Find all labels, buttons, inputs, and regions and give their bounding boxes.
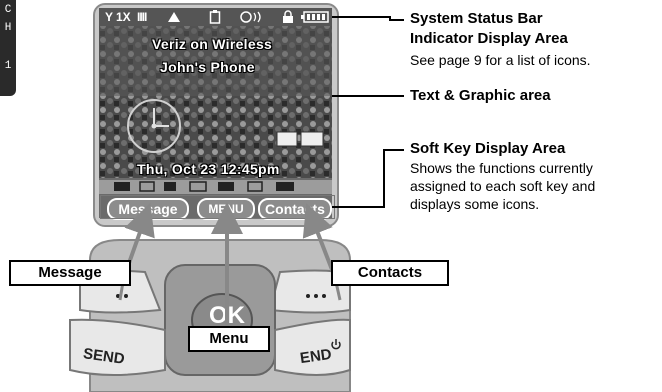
end-key [274, 318, 351, 376]
battery-icon [301, 11, 329, 23]
power-icon [331, 339, 341, 350]
signal-icon: Y [105, 10, 114, 24]
label-contacts: Contacts [331, 260, 449, 286]
lock-icon [283, 10, 293, 23]
chapter-number: 1 [4, 60, 12, 72]
label-message: Message [9, 260, 131, 286]
phone-owner-banner: John's Phone [160, 59, 255, 75]
label-menu: Menu [188, 326, 270, 352]
callout-text-graphic-title: Text & Graphic area [410, 87, 551, 104]
callout-status-desc: See page 9 for a list of icons. [410, 52, 591, 68]
tty-icon [240, 11, 261, 23]
callout-softkey-desc-3: displays some icons. [410, 196, 540, 212]
callout-softkey-desc-1: Shows the functions currently [410, 160, 593, 176]
callout-status-title-2: Indicator Display Area [410, 30, 568, 47]
network-type: 1X [116, 10, 131, 24]
carrier-banner: Veriz on Wireless [152, 36, 273, 52]
callout-softkey-title: Soft Key Display Area [410, 140, 566, 157]
roaming-icon [168, 12, 180, 22]
signal-bars-icon: IIII [137, 10, 147, 24]
callout-status-title-1: System Status Bar [410, 10, 543, 27]
analog-clock-icon [127, 99, 181, 153]
chapter-letter-h: H [4, 22, 12, 34]
phone-icon [209, 10, 221, 24]
right-softkey-button [268, 269, 351, 314]
date-time-display: Thu, Oct 23 12:45pm [137, 161, 280, 177]
softkey-icon-strip [114, 181, 294, 192]
send-key [69, 318, 166, 376]
chapter-letter-c: C [4, 4, 12, 16]
chapter-tab: C H 1 [0, 0, 16, 96]
system-status-bar: Y 1X IIII [99, 8, 332, 26]
callout-softkey-desc-2: assigned to each soft key and [410, 178, 596, 194]
